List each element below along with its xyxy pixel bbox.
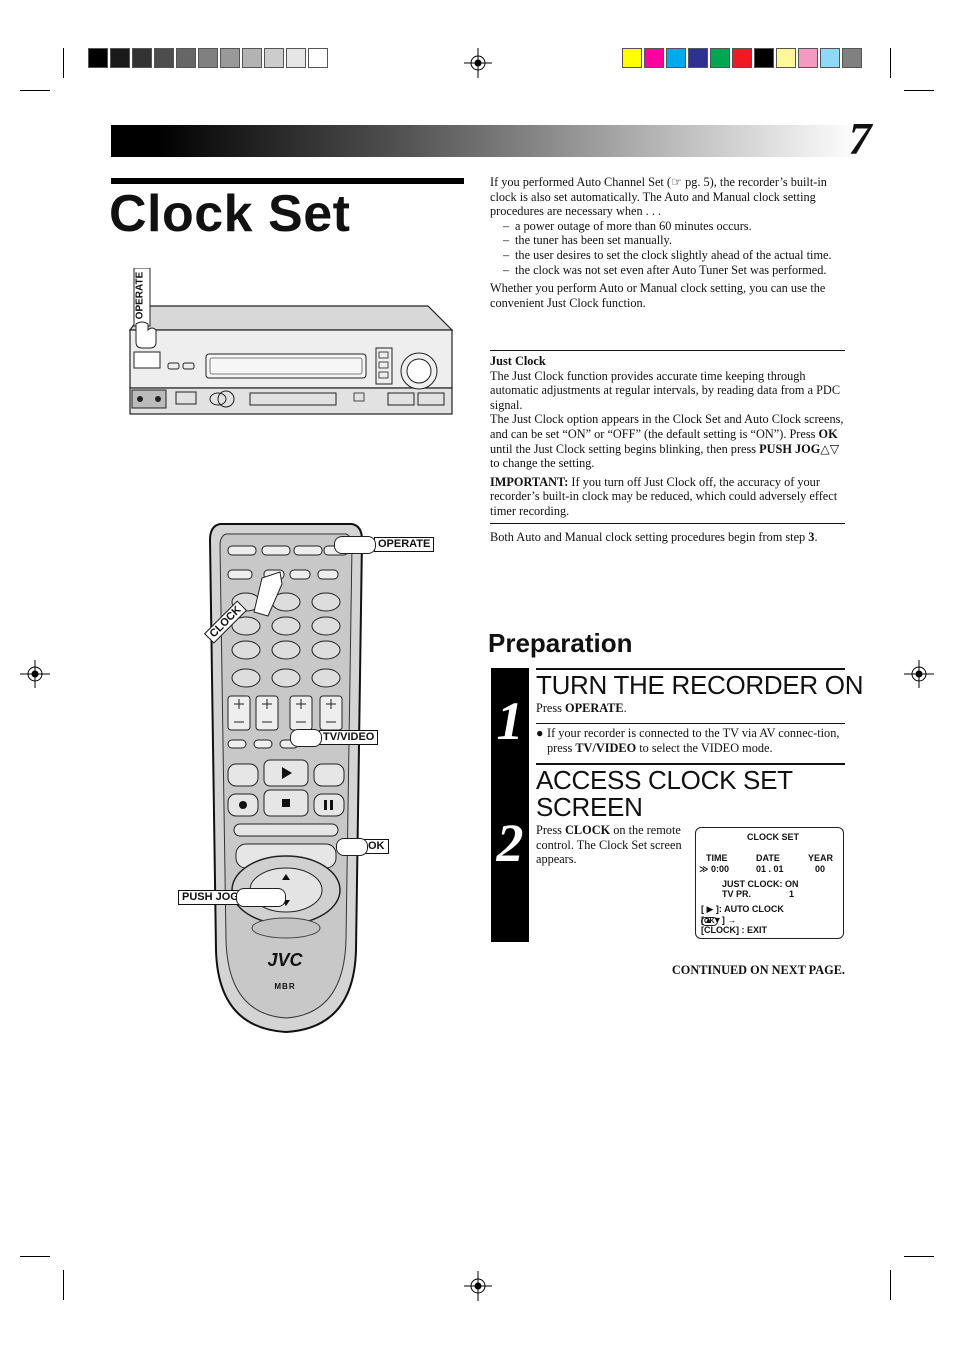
gray-swatch <box>110 48 130 68</box>
divider <box>490 350 845 351</box>
step2-heading-line2: SCREEN <box>536 792 643 822</box>
gray-swatch <box>176 48 196 68</box>
gray-swatch <box>286 48 306 68</box>
color-swatch <box>666 48 686 68</box>
registration-target-bottom <box>464 1271 492 1301</box>
gray-swatch <box>220 48 240 68</box>
osd-title: CLOCK SET <box>747 832 800 842</box>
gray-swatch <box>132 48 152 68</box>
color-swatch <box>776 48 796 68</box>
divider <box>536 723 845 724</box>
registration-target-top <box>464 48 492 78</box>
step2-rule <box>536 763 845 765</box>
just-clock-para1: The Just Clock function provides accurat… <box>490 368 841 412</box>
callout-operate: OPERATE <box>374 537 435 552</box>
osd-date-value: 01 . 01 <box>756 864 784 874</box>
vcr-operate-label: OPERATE <box>134 271 146 320</box>
color-swatch <box>842 48 862 68</box>
color-swatch <box>710 48 730 68</box>
step2-instruction: Press CLOCK on the remote control. The C… <box>536 823 682 867</box>
callout-push-jog: PUSH JOG <box>178 890 243 905</box>
color-swatch <box>622 48 642 68</box>
gray-swatch <box>308 48 328 68</box>
preparation-heading: Preparation <box>488 628 633 658</box>
registration-target-right <box>904 660 934 688</box>
just-clock-section: Just Clock The Just Clock function provi… <box>490 354 846 519</box>
osd-time-value: 0:00 <box>711 864 730 874</box>
osd-tv-pr-value: 1 <box>789 889 795 899</box>
osd-year-label: YEAR <box>808 853 834 863</box>
osd-date-label: DATE <box>756 853 780 863</box>
intro-lead: If you performed Auto Channel Set (☞ pg.… <box>490 175 827 219</box>
osd-time-label: TIME <box>706 853 728 863</box>
step1-instruction: Press OPERATE. <box>536 701 627 715</box>
gray-swatch <box>88 48 108 68</box>
osd-cursor-icon: ≫ <box>699 864 709 874</box>
step-bar <box>491 668 529 942</box>
step2-heading-line1: ACCESS CLOCK SET <box>536 765 793 795</box>
gray-swatch <box>154 48 174 68</box>
clock-set-osd-screen: CLOCK SET TIME DATE YEAR ≫ 0:00 01 . 01 … <box>695 827 844 939</box>
list-item: a power outage of more than 60 minutes o… <box>490 219 846 234</box>
callout-operate-hand <box>334 536 376 554</box>
vcr-illustration <box>128 268 454 415</box>
just-clock-heading: Just Clock <box>490 354 546 368</box>
color-swatch <box>798 48 818 68</box>
both-procedures-note: Both Auto and Manual clock setting proce… <box>490 530 818 544</box>
color-swatch <box>644 48 664 68</box>
color-swatch <box>732 48 752 68</box>
step-number-2: 2 <box>496 813 524 873</box>
color-swatch <box>820 48 840 68</box>
intro-conditions-list: a power outage of more than 60 minutes o… <box>490 219 846 277</box>
intro-section: If you performed Auto Channel Set (☞ pg.… <box>490 175 846 310</box>
step1-heading: TURN THE RECORDER ON <box>536 670 864 700</box>
osd-line-auto: [ ▶ ]: AUTO CLOCK <box>701 904 784 914</box>
remote-brand: JVC <box>267 950 303 970</box>
step1-note: ●If your recorder is connected to the TV… <box>536 726 840 755</box>
osd-line-exit: [CLOCK] : EXIT <box>701 925 767 935</box>
osd-year-value: 00 <box>815 864 826 874</box>
gray-swatch <box>264 48 284 68</box>
osd-line-ok: [▲▼] → OK <box>701 915 737 926</box>
gray-swatch <box>242 48 262 68</box>
gray-swatch <box>198 48 218 68</box>
color-swatch <box>688 48 708 68</box>
page-number: 7 <box>848 113 872 164</box>
title-rule <box>111 178 464 184</box>
registration-target-left <box>20 660 50 688</box>
page-title: Clock Set <box>109 185 351 243</box>
color-swatch <box>754 48 774 68</box>
list-item: the tuner has been set manually. <box>490 233 846 248</box>
continued-note: CONTINUED ON NEXT PAGE. <box>671 963 845 977</box>
intro-closing: Whether you perform Auto or Manual clock… <box>490 281 826 310</box>
step-number-1: 1 <box>496 691 524 751</box>
divider <box>490 523 845 524</box>
osd-tv-pr: TV PR. <box>722 889 752 899</box>
step1-rule <box>536 668 845 670</box>
header-gradient-bar <box>111 125 860 157</box>
callout-ok-hand <box>336 838 368 856</box>
remote-logo: MBR <box>274 982 296 991</box>
callout-push-jog-hand <box>236 888 286 907</box>
callout-tvvideo: TV/VIDEO <box>319 730 379 745</box>
callout-tvvideo-hand <box>290 729 322 747</box>
osd-just-clock: JUST CLOCK: ON <box>722 879 799 889</box>
list-item: the user desires to set the clock slight… <box>490 248 846 263</box>
ok-symbol-icon: OK <box>701 917 718 926</box>
just-clock-para2: The Just Clock option appears in the Clo… <box>490 412 844 471</box>
list-item: the clock was not set even after Auto Tu… <box>490 263 846 278</box>
important-note: IMPORTANT: If you turn off Just Clock of… <box>490 474 838 518</box>
